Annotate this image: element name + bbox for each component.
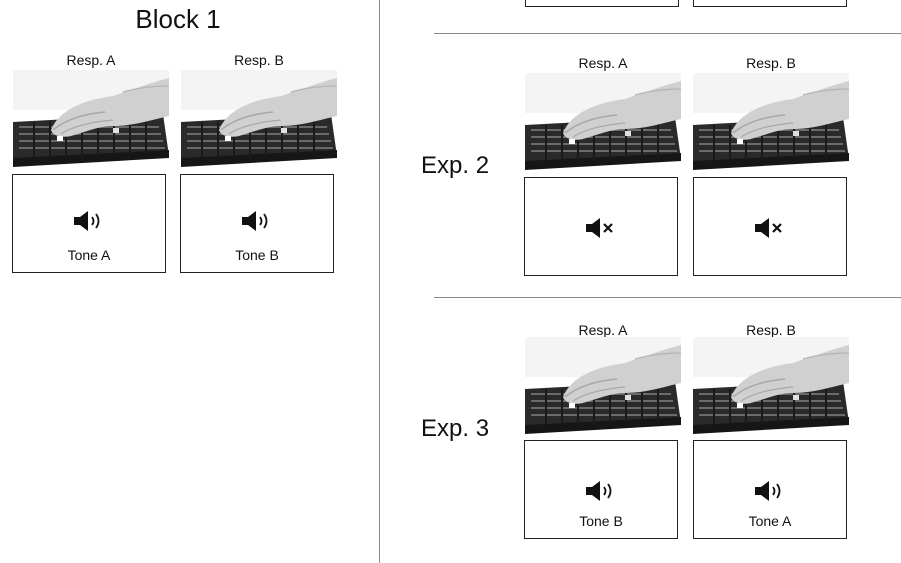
tone-box (693, 177, 847, 276)
tone-label: Tone B (235, 247, 279, 263)
keyboard-hand-photo (525, 337, 681, 440)
tone-box-partial (693, 0, 847, 7)
keyboard-hand-photo (525, 73, 681, 176)
speaker-sound-icon (13, 209, 165, 238)
tone-box-partial (525, 0, 679, 7)
resp-b-label: Resp. B (746, 55, 796, 71)
speaker-sound-icon (525, 479, 677, 508)
keyboard-hand-photo (693, 337, 849, 440)
tone-box: Tone B (524, 440, 678, 539)
exp-2-label: Exp. 2 (421, 152, 490, 179)
resp-a-label: Resp. A (578, 55, 628, 71)
resp-a-label: Resp. A (66, 52, 116, 68)
resp-b-label: Resp. B (746, 322, 796, 338)
horizontal-divider (434, 297, 901, 298)
speaker-muted-icon (525, 216, 677, 245)
resp-b-label: Resp. B (234, 52, 284, 68)
exp-3-label: Exp. 3 (421, 415, 490, 442)
speaker-muted-icon (694, 216, 846, 245)
keyboard-hand-photo (13, 70, 169, 173)
tone-label: Tone A (67, 247, 111, 263)
tone-label: Tone B (579, 513, 623, 529)
tone-box: Tone B (180, 174, 334, 273)
horizontal-divider (434, 33, 901, 34)
speaker-sound-icon (694, 479, 846, 508)
keyboard-hand-photo (181, 70, 337, 173)
speaker-sound-icon (181, 209, 333, 238)
keyboard-hand-photo (693, 73, 849, 176)
resp-a-label: Resp. A (578, 322, 628, 338)
vertical-divider (379, 0, 380, 563)
tone-label: Tone A (748, 513, 792, 529)
tone-box: Tone A (12, 174, 166, 273)
block-1-title: Block 1 (135, 4, 221, 34)
tone-box: Tone A (693, 440, 847, 539)
tone-box (524, 177, 678, 276)
